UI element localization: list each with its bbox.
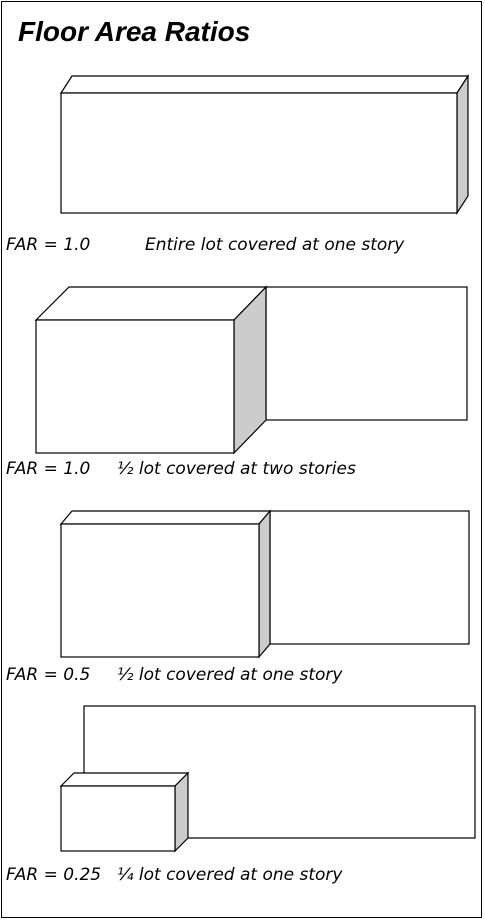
far-description: ½ lot covered at two stories bbox=[117, 459, 356, 479]
far-description: Entire lot covered at one story bbox=[145, 235, 405, 255]
far-description: ½ lot covered at one story bbox=[117, 665, 343, 685]
diagram-far-1-0-one-story: FAR = 1.0 Entire lot covered at one stor… bbox=[6, 73, 470, 255]
far-label: FAR = 0.25 bbox=[6, 865, 101, 885]
diagram-far-0-5-one-story: FAR = 0.5 ½ lot covered at one story bbox=[6, 509, 470, 685]
building-side-face bbox=[258, 509, 271, 659]
lot-outline bbox=[269, 510, 470, 645]
building-top-face bbox=[34, 286, 268, 321]
building-top-face bbox=[59, 75, 470, 94]
diagram-far-1-0-two-stories: FAR = 1.0 ½ lot covered at two stories bbox=[6, 285, 468, 479]
building-top-face bbox=[59, 510, 272, 525]
far-label: FAR = 0.5 bbox=[6, 665, 90, 685]
building-front-face bbox=[60, 523, 260, 658]
building-side-face bbox=[456, 73, 469, 216]
building-top-face bbox=[59, 772, 190, 787]
building-front-face bbox=[60, 785, 176, 852]
far-label: FAR = 1.0 bbox=[6, 235, 90, 255]
building-front-face bbox=[60, 92, 458, 214]
lot-outline bbox=[265, 286, 468, 421]
building-front-face bbox=[35, 319, 235, 454]
page-title: Floor Area Ratios bbox=[18, 16, 251, 47]
building-side-face bbox=[174, 771, 189, 853]
far-label: FAR = 1.0 bbox=[6, 459, 90, 479]
far-description: ¼ lot covered at one story bbox=[117, 865, 343, 885]
diagram-far-0-25-one-story: FAR = 0.25 ¼ lot covered at one story bbox=[6, 705, 476, 885]
